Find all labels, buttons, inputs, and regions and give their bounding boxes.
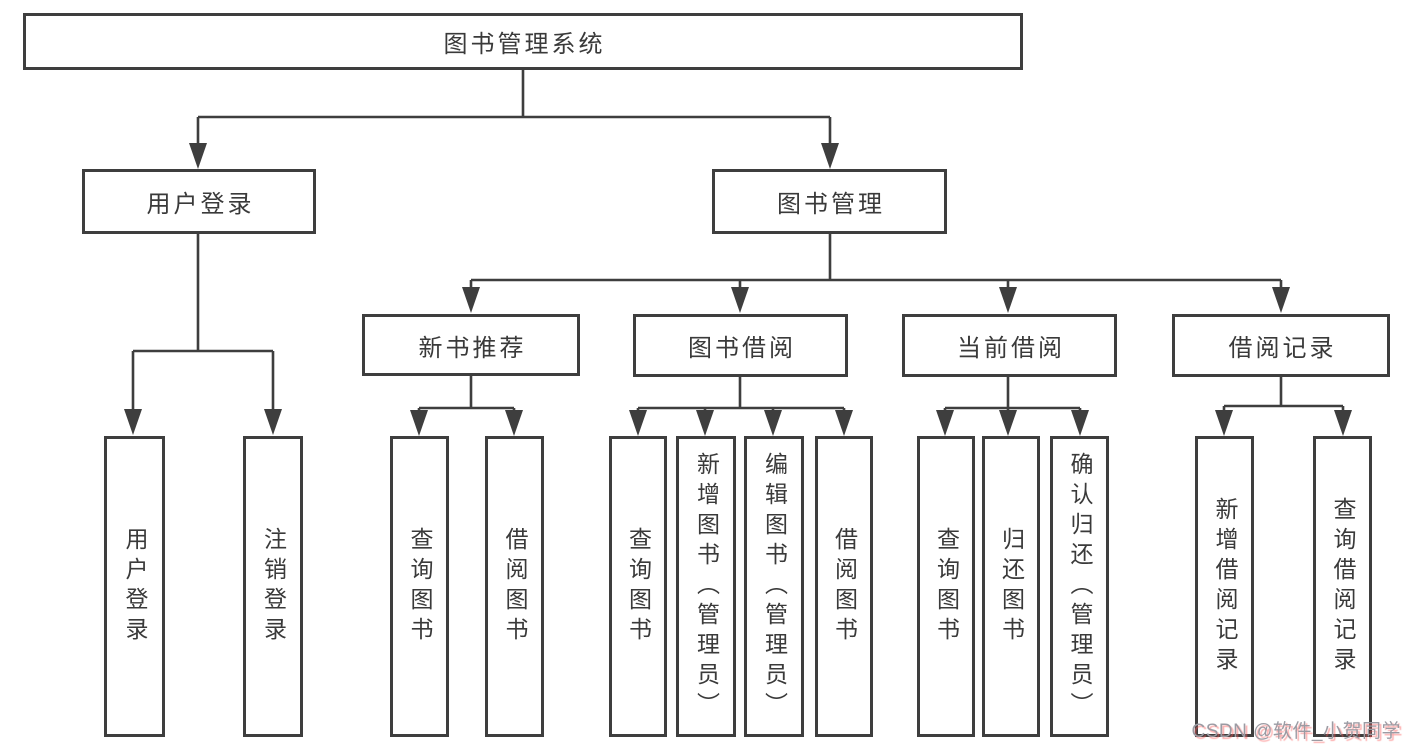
leaf-label: 借阅图书	[831, 526, 858, 647]
leaf-label: 注销登录	[260, 526, 287, 647]
leaf-add-book-admin: 新增图书（管理员）	[676, 436, 736, 737]
node-new-book-recommend: 新书推荐	[362, 314, 580, 376]
leaf-label: 新增图书（管理员）	[693, 451, 720, 722]
leaf-label: 查询图书	[407, 526, 433, 647]
leaf-query-books-borrowing: 查询图书	[609, 436, 667, 737]
leaf-query-books-recommend: 查询图书	[390, 436, 449, 737]
leaf-user-login: 用户登录	[104, 436, 165, 737]
leaf-add-borrow-record: 新增借阅记录	[1195, 436, 1254, 737]
leaf-query-books-current: 查询图书	[917, 436, 975, 737]
node-label: 用户登录	[146, 191, 255, 218]
leaf-label: 查询图书	[625, 526, 652, 647]
node-label: 借阅记录	[1228, 335, 1337, 362]
leaf-edit-book-admin: 编辑图书（管理员）	[744, 436, 804, 737]
node-label: 当前借阅	[957, 335, 1065, 362]
edge-book-borrow	[636, 377, 846, 414]
node-user-login: 用户登录	[82, 169, 316, 234]
leaf-confirm-return-admin: 确认归还（管理员）	[1050, 436, 1109, 737]
edge-root	[196, 69, 832, 146]
leaf-label: 编辑图书（管理员）	[761, 451, 788, 722]
leaf-query-borrow-record: 查询借阅记录	[1313, 436, 1372, 737]
edge-borrow-record	[1222, 377, 1345, 414]
leaf-label: 归还图书	[998, 526, 1025, 647]
edge-book-mgmt	[469, 233, 1283, 291]
leaf-label: 查询借阅记录	[1330, 496, 1356, 677]
leaf-logout: 注销登录	[243, 436, 303, 737]
leaf-label: 用户登录	[122, 526, 148, 647]
leaf-borrow-books-recommend: 借阅图书	[485, 436, 544, 737]
leaf-borrow-books-borrowing: 借阅图书	[815, 436, 873, 737]
node-current-borrowing: 当前借阅	[902, 314, 1117, 377]
node-book-borrowing: 图书借阅	[633, 314, 848, 377]
csdn-watermark: CSDN @软件_小贺同学	[1191, 721, 1401, 742]
edge-user-login	[131, 234, 275, 412]
node-book-management: 图书管理	[712, 169, 947, 234]
leaf-label: 查询图书	[933, 526, 960, 647]
edge-new-book	[417, 376, 516, 414]
edge-current-borrow	[943, 377, 1082, 414]
leaf-return-book: 归还图书	[982, 436, 1040, 737]
leaf-label: 新增借阅记录	[1212, 496, 1238, 677]
node-label: 新书推荐	[418, 334, 527, 362]
node-system-root: 图书管理系统	[23, 13, 1023, 70]
node-borrowing-records: 借阅记录	[1172, 314, 1390, 377]
leaf-label: 借阅图书	[502, 526, 528, 647]
node-label: 图书管理系统	[443, 31, 606, 58]
leaf-label: 确认归还（管理员）	[1067, 451, 1093, 722]
node-label: 图书管理	[777, 191, 885, 218]
node-label: 图书借阅	[688, 335, 796, 362]
